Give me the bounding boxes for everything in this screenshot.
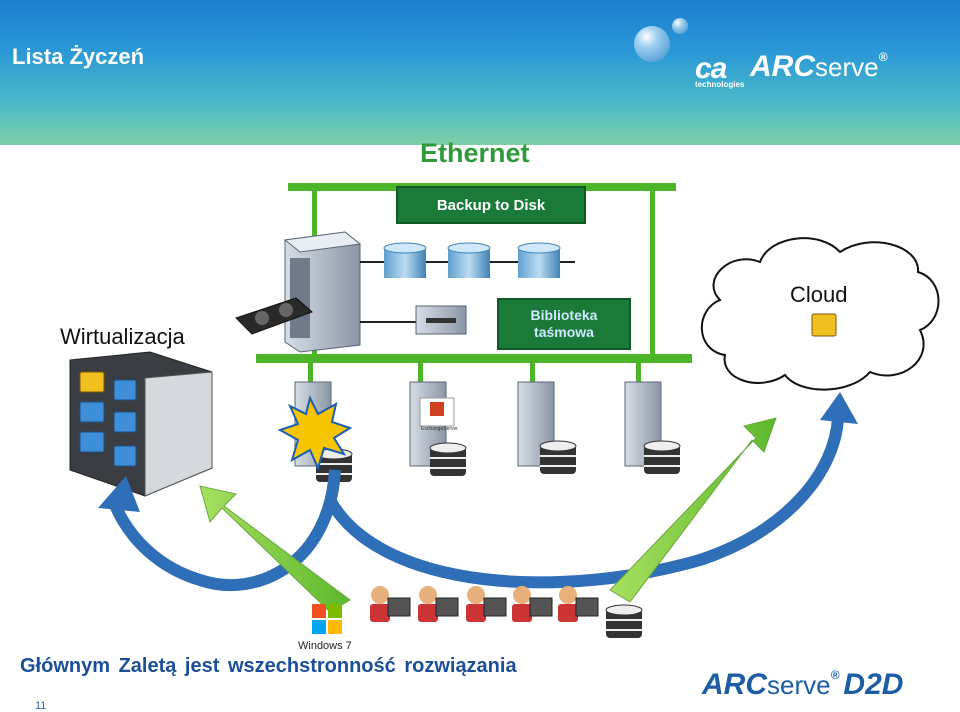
- green-arrow-left: [199, 485, 351, 613]
- user-workstation: [512, 586, 553, 622]
- tape-library-box: Biblioteka taśmowa: [497, 298, 631, 350]
- app-server-exchange: [409, 381, 455, 467]
- arcserve-logo-arc: ARC: [750, 50, 815, 83]
- slide-title: Lista Życzeń: [12, 44, 145, 69]
- database-icon: [643, 440, 681, 474]
- green-arrow-right: [609, 417, 777, 603]
- bottom-caption: Głównym Zaletą jest wszechstronność rozw…: [20, 655, 517, 677]
- recovery-arrow-left: [109, 469, 341, 591]
- app-server: [624, 381, 662, 467]
- exchange-server-label: ExchangeServer: [421, 426, 458, 432]
- d2d-logo-serve: serve: [767, 670, 831, 700]
- arcserve-logo-serve: serve: [815, 52, 879, 82]
- database-icon: [315, 448, 353, 482]
- bubble-large: [634, 26, 670, 62]
- database-icon: [429, 442, 467, 476]
- recovery-arrow-left-head: [98, 476, 140, 512]
- bus-connector: [308, 362, 313, 384]
- ethernet-bus-bottom: [256, 354, 692, 363]
- windows-logo-icon: [312, 604, 342, 634]
- recovery-arrow-right-head: [820, 392, 858, 424]
- virtualization-host: [69, 351, 213, 497]
- arcserve-logo-reg: ®: [878, 50, 888, 64]
- disk-drum: [447, 242, 491, 278]
- failure-burst-icon: [277, 395, 353, 471]
- bus-connector: [530, 362, 535, 384]
- ca-logo-subtitle: technologies: [695, 80, 745, 89]
- page-number: 11: [35, 700, 47, 712]
- windows7-label: Windows 7: [298, 640, 352, 652]
- d2d-logo-reg: ®: [830, 668, 840, 682]
- bubble-small: [672, 18, 688, 34]
- bus-connector: [636, 362, 641, 384]
- tape-library-line2: taśmowa: [534, 324, 594, 340]
- user-workstation: [558, 586, 599, 622]
- bus-connector: [650, 190, 655, 356]
- tape-drive-icon: [415, 305, 467, 335]
- virtualization-label: Wirtualizacja: [60, 324, 185, 349]
- tape-library-line1: Biblioteka: [530, 307, 598, 323]
- cloud-vm-icon: [811, 313, 837, 337]
- user-workstation: [370, 586, 411, 622]
- backup-server-tower: [283, 231, 362, 353]
- d2d-logo-arc: ARC: [702, 668, 767, 701]
- disk-drum: [383, 242, 427, 278]
- bus-connector: [418, 362, 423, 384]
- database-icon: [539, 440, 577, 474]
- backup-to-disk-box: Backup to Disk: [396, 186, 586, 224]
- slide-header: [0, 0, 960, 145]
- ca-logo: ca: [695, 52, 727, 85]
- arcserve-d2d-logo: ARCserve®D2D: [702, 668, 903, 702]
- recovery-arrow-right: [324, 417, 844, 589]
- disk-drum: [517, 242, 561, 278]
- d2d-logo-d2d: D2D: [843, 668, 904, 701]
- arcserve-logo: ARCserve®: [750, 50, 887, 84]
- tape-cartridge-icon: [235, 297, 313, 335]
- ethernet-label: Ethernet: [420, 138, 530, 168]
- cloud-label: Cloud: [790, 282, 848, 307]
- user-workstation: [418, 586, 459, 622]
- user-workstation: [466, 586, 507, 622]
- database-icon: [605, 604, 643, 638]
